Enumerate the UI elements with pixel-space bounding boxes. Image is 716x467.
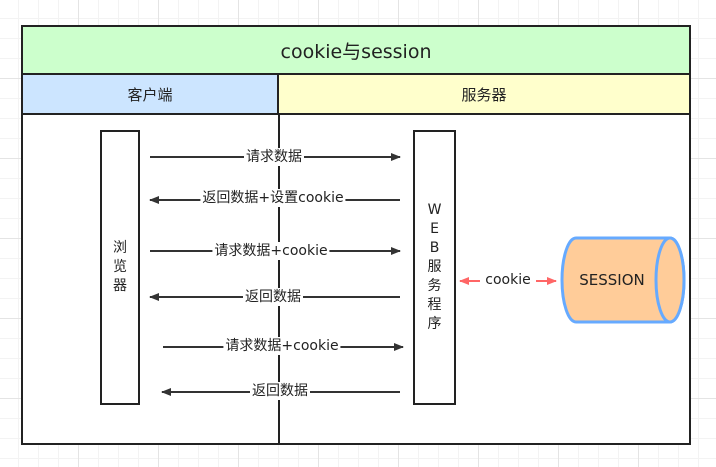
web-label-char: E	[430, 221, 439, 237]
session-cylinder	[560, 236, 686, 324]
browser-label-char: 浏	[113, 240, 127, 256]
web-label-char: 服	[427, 259, 442, 275]
lane-client-header: 客户端	[23, 75, 279, 115]
web-label-char: W	[427, 202, 442, 218]
message-label-response-1: 返回数据+设置cookie	[200, 189, 346, 207]
lane-divider	[278, 115, 280, 443]
message-label-request-3: 请求数据+cookie	[223, 337, 341, 355]
web-label-char: B	[429, 240, 440, 256]
session-label: SESSION	[579, 271, 645, 289]
web-server-lifeline: W E B 服 务 程 序	[413, 130, 456, 405]
lane-server-header: 服务器	[279, 75, 689, 115]
browser-label-char: 器	[113, 278, 127, 294]
web-label-char: 务	[427, 278, 442, 294]
browser-lifeline: 浏 览 器	[100, 130, 140, 405]
cookie-link-label: cookie	[483, 271, 533, 289]
web-label-char: 序	[427, 316, 442, 332]
message-label-request-1: 请求数据	[244, 148, 304, 166]
browser-label-char: 览	[113, 259, 127, 275]
message-label-response-2: 返回数据	[243, 288, 303, 306]
web-label-char: 程	[427, 297, 442, 313]
diagram-title: cookie与session	[23, 27, 689, 75]
message-label-response-3: 返回数据	[250, 382, 310, 400]
message-label-request-2: 请求数据+cookie	[212, 242, 330, 260]
